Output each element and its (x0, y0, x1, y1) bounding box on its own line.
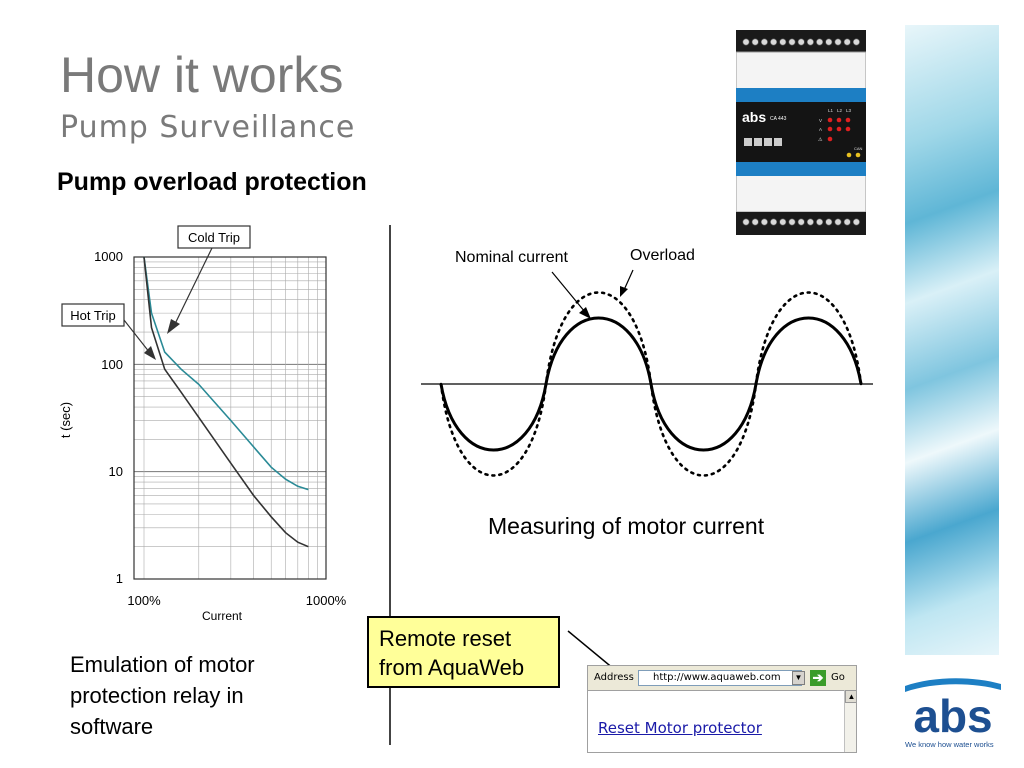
terminal-screw (770, 218, 778, 226)
top-terminals (742, 38, 860, 46)
terminal-screw (760, 38, 768, 46)
terminal-screw (806, 38, 814, 46)
terminal-screw (770, 38, 778, 46)
terminal-screw (843, 218, 851, 226)
terminal-screw (816, 218, 824, 226)
relay-device: abs CA 443 L1 L2 L3 V A ⚠ CAN (736, 30, 866, 235)
terminal-screw (834, 38, 842, 46)
terminal-screw (751, 38, 759, 46)
terminal-screw (825, 38, 833, 46)
terminal-screw (779, 218, 787, 226)
overload-pointer (623, 269, 634, 291)
terminal-screw (742, 38, 750, 46)
scroll-up-icon[interactable]: ▲ (845, 690, 856, 703)
x-tick-100: 100% (127, 593, 161, 608)
x-tick-1000: 1000% (306, 593, 347, 608)
terminal-screw (788, 38, 796, 46)
terminal-screw (843, 38, 851, 46)
hot-trip-pointer (123, 319, 151, 354)
nominal-arrowhead (579, 307, 591, 319)
terminal-screw (806, 218, 814, 226)
overload-label: Overload (630, 247, 695, 264)
series-layer (143, 256, 309, 548)
device-phase-l1: L1 (828, 108, 834, 113)
cold-trip-series (143, 256, 309, 491)
terminal-screw (834, 218, 842, 226)
y-tick-100: 100 (101, 357, 123, 372)
terminal-screw (751, 218, 759, 226)
browser-window: Address http://www.aquaweb.com ▼ ➔ Go Re… (587, 665, 857, 753)
logo-tagline: We know how water works (905, 740, 994, 749)
terminal-screw (779, 38, 787, 46)
cold-trip-arrowhead (167, 319, 180, 334)
browser-scrollbar[interactable]: ▲ (844, 690, 856, 752)
hot-trip-box (61, 303, 125, 327)
device-brand: abs (742, 109, 766, 125)
nominal-pointer (551, 271, 586, 313)
slide-subtitle: Pump Surveillance (60, 110, 356, 145)
bottom-terminals (742, 218, 860, 226)
go-arrow-icon[interactable]: ➔ (810, 670, 826, 686)
slide-title: How it works (60, 47, 344, 103)
remote-reset-callout: Remote reset from AquaWeb (367, 616, 560, 688)
browser-content: Reset Motor protector (588, 690, 844, 752)
cold-trip-pointer (172, 247, 213, 329)
y-tick-1: 1 (116, 571, 123, 586)
cold-trip-label: Cold Trip (188, 230, 240, 245)
hot-trip-arrowhead (144, 346, 156, 360)
hot-trip-label: Hot Trip (70, 308, 116, 323)
vertical-divider (389, 225, 391, 745)
address-bar[interactable]: http://www.aquaweb.com (638, 670, 802, 686)
device-row-warn: ⚠ (818, 137, 823, 143)
terminal-screw (852, 38, 860, 46)
wave-caption: Measuring of motor current (488, 513, 765, 539)
hot-trip-series (143, 256, 309, 548)
device-dip-switches (744, 138, 782, 146)
address-dropdown-icon[interactable]: ▼ (792, 671, 805, 685)
cold-trip-box (177, 225, 251, 249)
x-axis-label: Current (202, 609, 243, 623)
device-model: CA 443 (770, 116, 787, 122)
y-tick-10: 10 (109, 464, 123, 479)
logo-brand: abs (913, 690, 992, 742)
terminal-screw (797, 38, 805, 46)
terminal-screw (797, 218, 805, 226)
chart-frame (133, 256, 327, 580)
terminal-screw (816, 38, 824, 46)
chart-grid (134, 257, 327, 580)
device-comm-label: CAN (854, 146, 863, 151)
motor-current-wave: Nominal current Overload (421, 247, 873, 477)
nominal-current-label: Nominal current (455, 249, 568, 266)
overload-arrowhead (620, 286, 628, 297)
reset-motor-link[interactable]: Reset Motor protector (598, 719, 762, 737)
device-phase-l2: L2 (837, 108, 843, 113)
abs-logo: abs (905, 678, 1001, 742)
terminal-screw (852, 218, 860, 226)
terminal-screw (825, 218, 833, 226)
go-button[interactable]: Go (831, 672, 845, 683)
water-image-strip (905, 25, 999, 655)
trip-curve-chart: 1000 100 10 1 100% 1000% Current t (sec)… (58, 225, 347, 623)
terminal-screw (760, 218, 768, 226)
y-tick-1000: 1000 (94, 249, 123, 264)
device-row-a: A (819, 127, 822, 132)
nominal-curve (439, 316, 863, 452)
terminal-screw (788, 218, 796, 226)
terminal-screw (742, 218, 750, 226)
device-row-v: V (819, 118, 822, 123)
address-label: Address (594, 672, 634, 683)
section-heading: Pump overload protection (57, 168, 367, 196)
overload-curve (439, 291, 863, 477)
device-leds (827, 117, 861, 158)
y-axis-label: t (sec) (58, 402, 73, 438)
device-phase-l3: L3 (846, 108, 852, 113)
emulation-text: Emulation of motor protection relay in s… (70, 652, 255, 739)
